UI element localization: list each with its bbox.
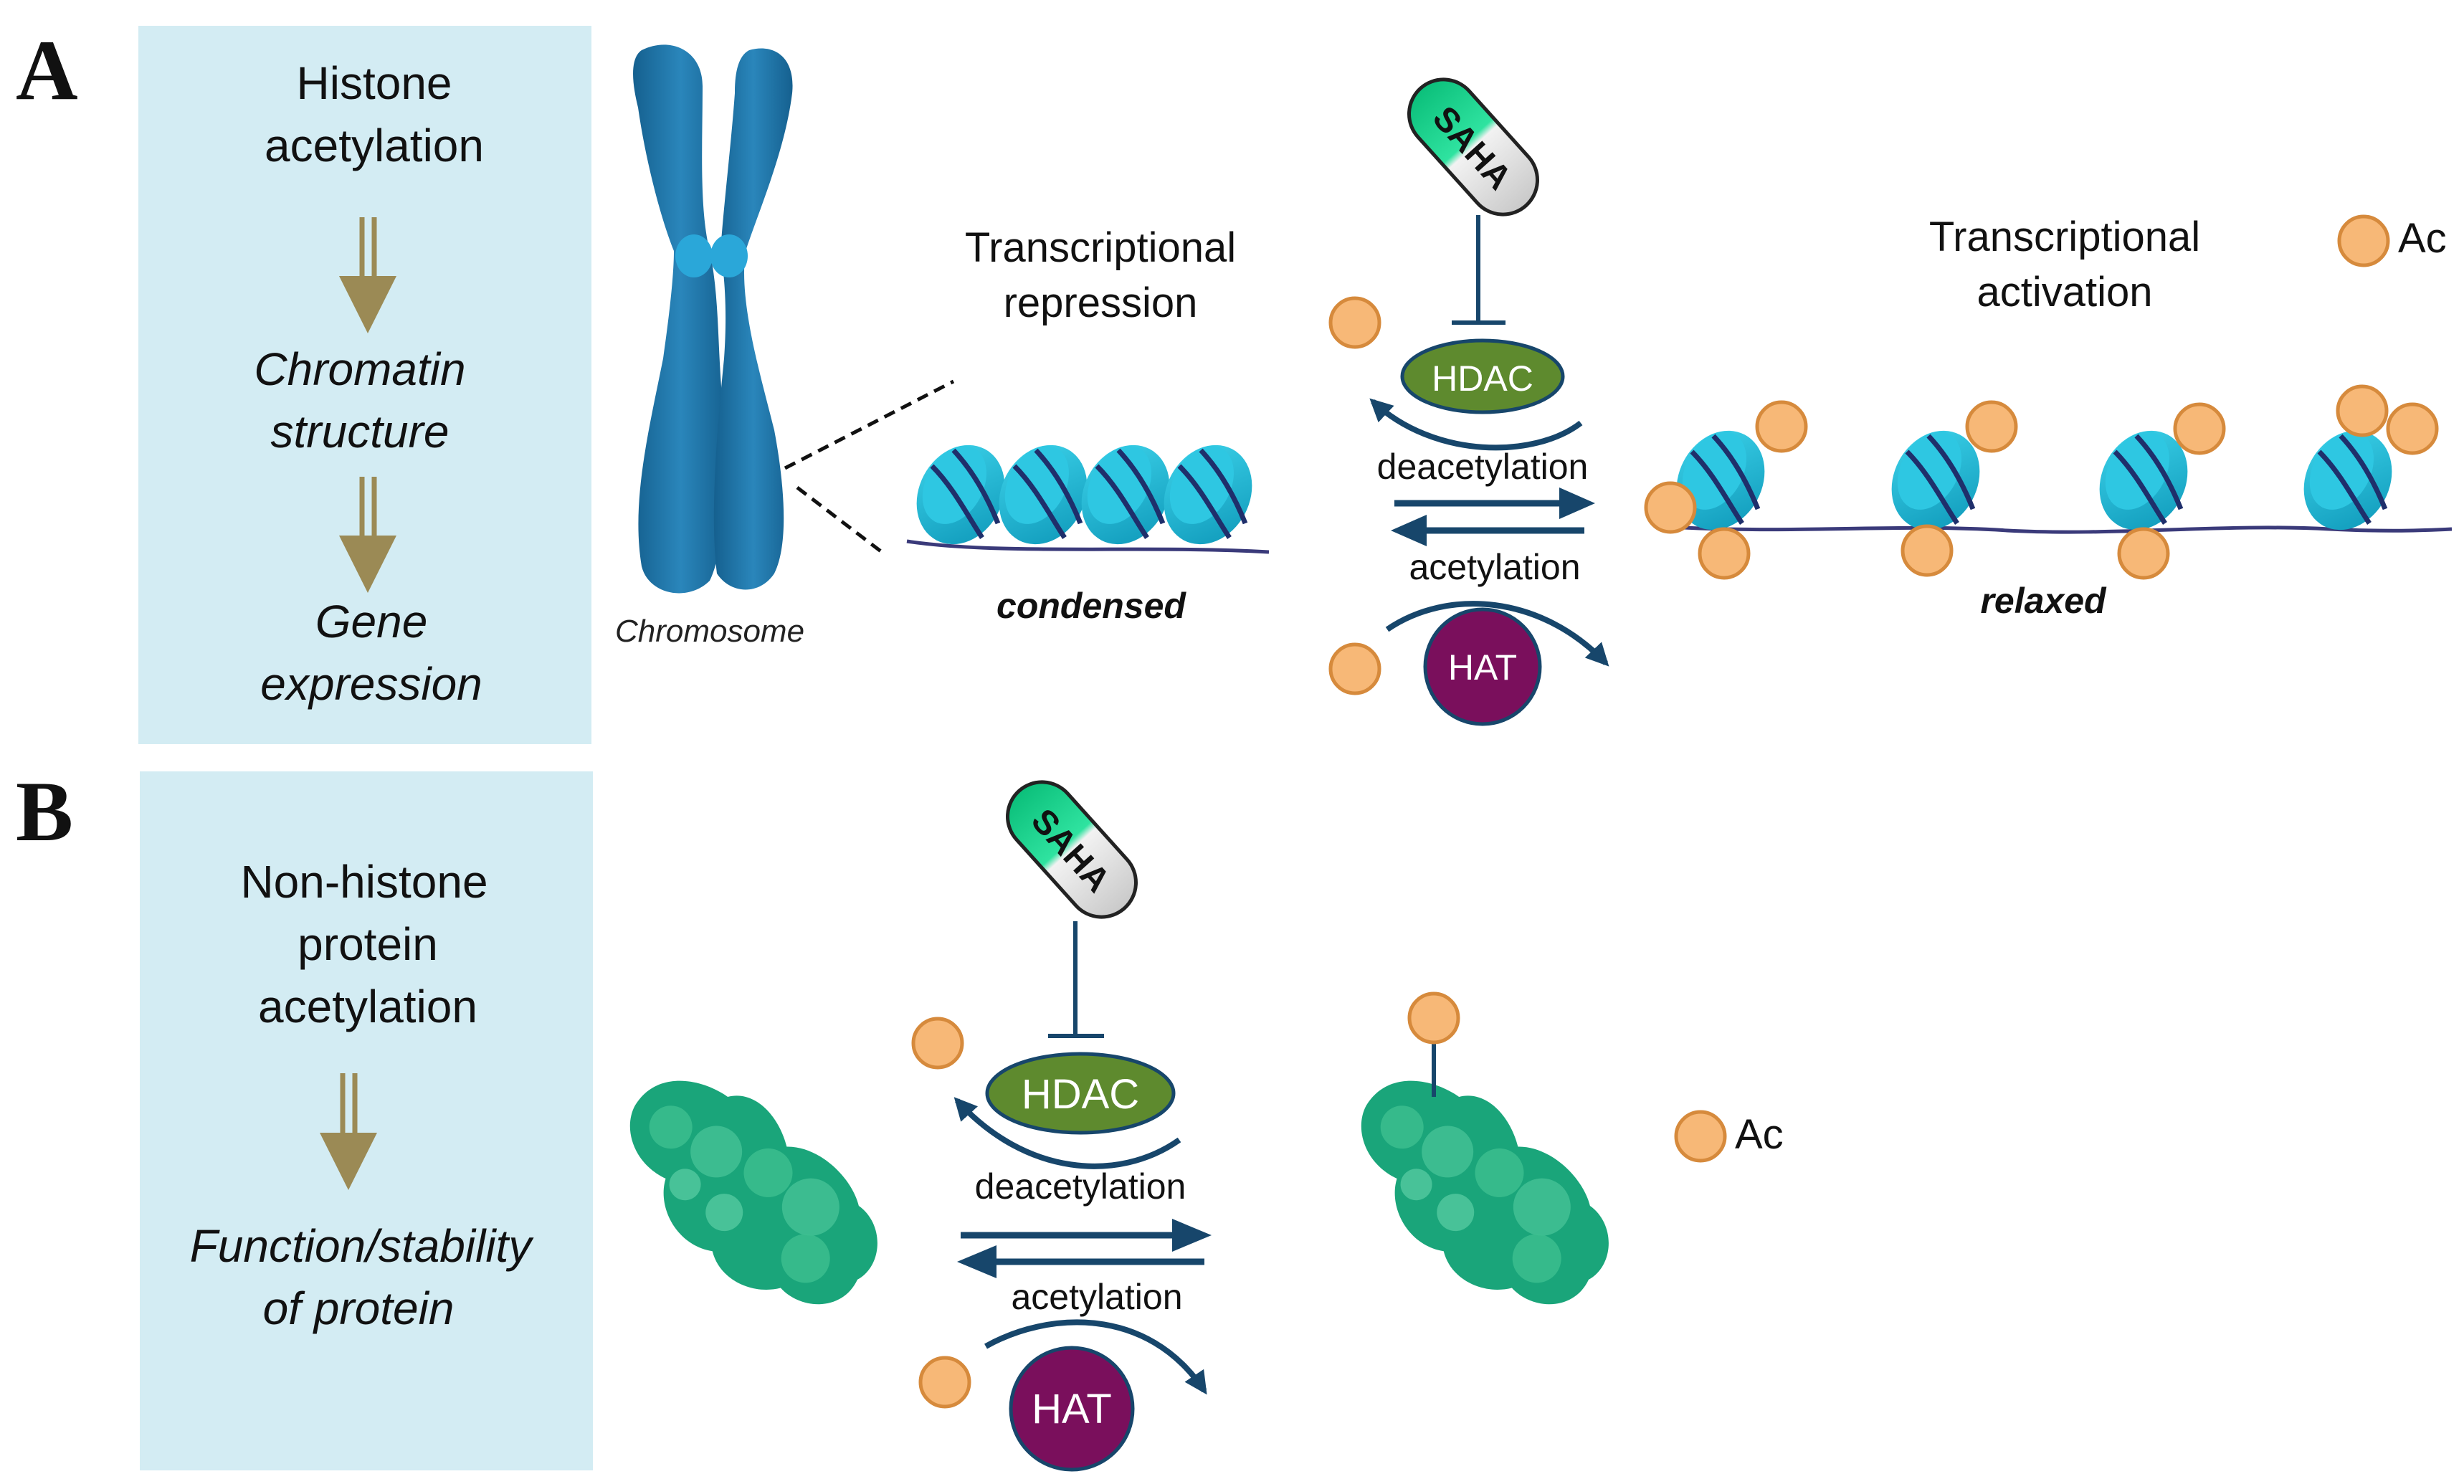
- chromosome-icon: [633, 44, 793, 594]
- hdac-enzyme-icon: [1400, 338, 1565, 414]
- legend-ac-label: Ac: [2398, 215, 2447, 262]
- condensed-label: condensed: [996, 586, 1186, 626]
- hat-label: HAT: [1448, 647, 1517, 688]
- hdac-label: HDAC: [1432, 358, 1533, 399]
- sidebar-a-step2-line1: Chromatin: [254, 343, 465, 395]
- hat-label: HAT: [1032, 1386, 1112, 1432]
- sidebar-a-step2-line2: structure: [271, 406, 449, 457]
- sidebar-a-title-line2: acetylation: [265, 120, 484, 171]
- acetylation-label: acetylation: [1409, 547, 1580, 587]
- chromosome-label: Chromosome: [615, 614, 804, 649]
- hdac-label: HDAC: [1022, 1071, 1139, 1118]
- panel-a-sidebar: [138, 26, 591, 744]
- hdac-enzyme-icon: [985, 1052, 1176, 1135]
- acetylated-protein-icon: [1343, 1026, 1629, 1352]
- sidebar-a-step3-line2: expression: [260, 658, 482, 710]
- acetylation-label: acetylation: [1011, 1277, 1182, 1317]
- deacetylation-curve-arrow: [1369, 398, 1583, 451]
- zoom-line: [796, 486, 883, 553]
- equilibrium-arrows: [957, 1219, 1212, 1278]
- acetyl-group-icon: [1409, 994, 1458, 1042]
- sidebar-b-step2-line1: Function/stability: [190, 1220, 535, 1272]
- repression-line1: Transcriptional: [965, 224, 1236, 271]
- sidebar-b-title-line1: Non-histone: [240, 856, 487, 908]
- sidebar-b-step2-line2: of protein: [263, 1283, 455, 1334]
- equilibrium-arrows: [1391, 487, 1595, 546]
- saha-pill-icon: SAHA: [1407, 77, 1539, 217]
- double-arrow-icon: [339, 477, 396, 593]
- acetyl-group-icon: [1331, 298, 1379, 347]
- acetyl-legend-icon: [2339, 217, 2388, 265]
- acetyl-group-icon: [1331, 645, 1379, 693]
- relaxed-chromatin: [1646, 386, 2453, 578]
- hat-enzyme-icon: [1009, 1346, 1135, 1472]
- zoom-line: [784, 379, 955, 470]
- acetyl-group-icon: [913, 1019, 962, 1067]
- relaxed-label: relaxed: [1980, 581, 2107, 621]
- hat-enzyme-icon: [1423, 607, 1542, 726]
- sidebar-a-step3-line1: Gene: [315, 596, 428, 647]
- saha-pill-icon: SAHA: [1006, 780, 1138, 919]
- activation-line1: Transcriptional: [1929, 214, 2200, 260]
- sidebar-a-title-line1: Histone: [297, 57, 452, 109]
- deacetylation-curve-arrow: [953, 1097, 1181, 1169]
- deacetylation-label: deacetylation: [975, 1166, 1186, 1207]
- repression-line2: repression: [1004, 280, 1198, 326]
- panel-b-sidebar: [140, 771, 593, 1470]
- acetyl-legend-icon: [1676, 1112, 1725, 1161]
- activation-line2: activation: [1977, 269, 2152, 315]
- double-arrow-icon: [339, 217, 396, 333]
- double-arrow-icon: [320, 1073, 377, 1190]
- deacetylation-label: deacetylation: [1377, 447, 1589, 487]
- deacetylated-protein-icon: [612, 1026, 898, 1352]
- panel-a-letter: A: [16, 22, 78, 118]
- condensed-chromatin: [900, 429, 1269, 560]
- legend-ac-label-b: Ac: [1735, 1111, 1784, 1158]
- acetylation-curve-arrow: [1385, 601, 1609, 667]
- sidebar-b-title-line3: acetylation: [258, 981, 477, 1032]
- sidebar-b-title-line2: protein: [298, 918, 438, 970]
- acetyl-group-icon: [921, 1358, 969, 1407]
- panel-b-letter: B: [16, 764, 73, 859]
- acetylation-curve-arrow: [984, 1319, 1207, 1395]
